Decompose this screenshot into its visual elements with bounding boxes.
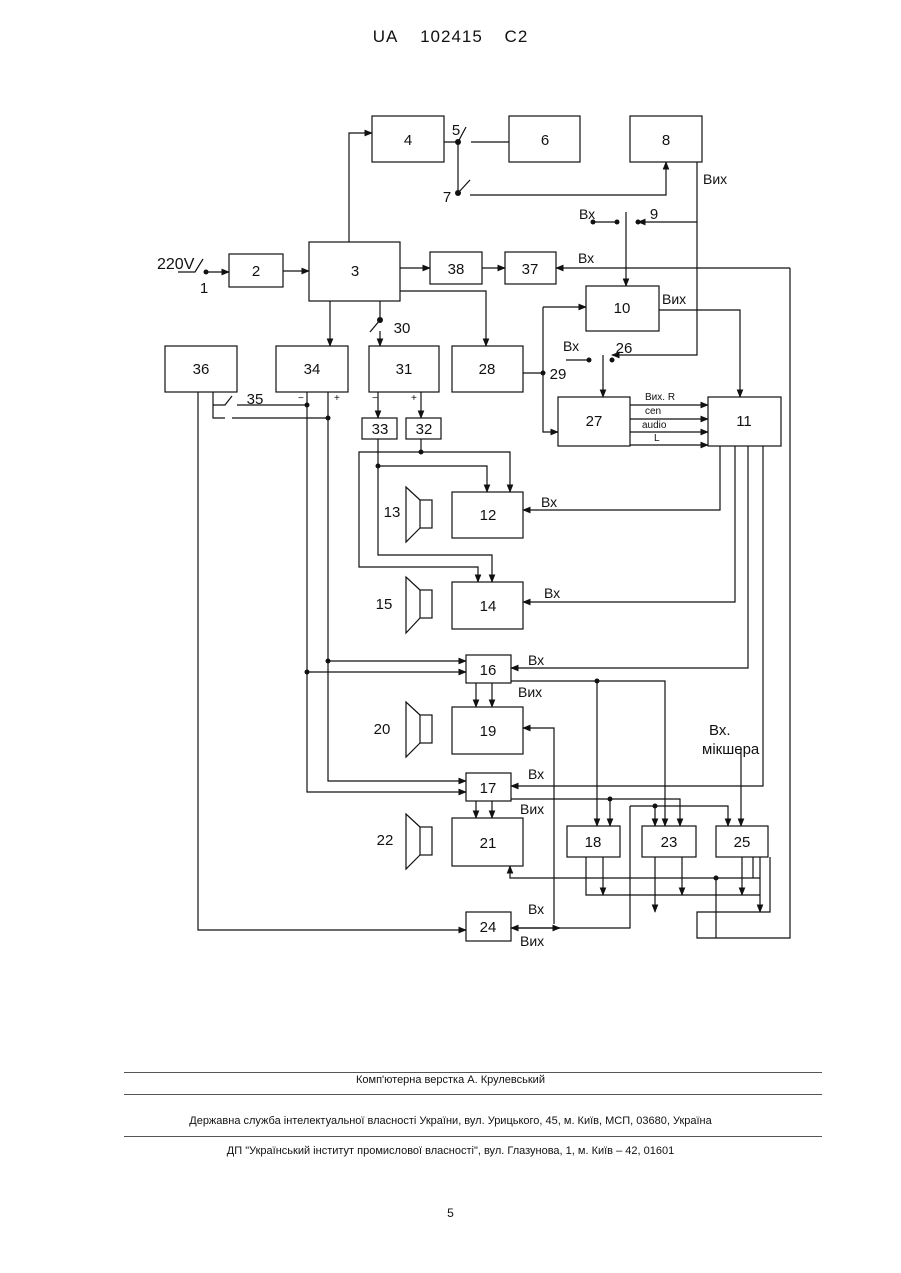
- bus-label-out-r: Вих. R: [645, 392, 675, 403]
- label-7: 7: [443, 189, 451, 206]
- label-37: 37: [522, 261, 539, 278]
- layout-credit: Комп'ютерна верстка А. Крулевський: [0, 1074, 901, 1086]
- in-label-37: Вх: [578, 250, 594, 266]
- speaker-icon: [406, 702, 432, 757]
- label-34: 34: [304, 361, 321, 378]
- label-4: 4: [404, 132, 412, 149]
- speaker-icon: [406, 814, 432, 869]
- out-label-17: Вих: [520, 801, 544, 817]
- voltage-label: 220V: [157, 256, 195, 273]
- out-label-24: Вих: [520, 933, 544, 949]
- in-label-9: Вх: [579, 206, 595, 222]
- label-19: 19: [480, 723, 497, 740]
- label-9: 9: [650, 206, 658, 223]
- bus-label-audio: audio: [642, 420, 667, 431]
- label-3: 3: [351, 263, 359, 280]
- label-28: 28: [479, 361, 496, 378]
- label-11: 11: [736, 413, 752, 430]
- in-label-24: Вх: [528, 901, 544, 917]
- minus-sign-34: −: [298, 393, 304, 404]
- bus-label-cen: cen: [645, 406, 661, 417]
- label-5: 5: [452, 122, 460, 139]
- label-10: 10: [614, 300, 631, 317]
- speaker-icon: [406, 487, 432, 542]
- label-12: 12: [480, 507, 497, 524]
- label-25: 25: [734, 834, 751, 851]
- service-address: Державна служба інтелектуальної власност…: [0, 1115, 901, 1127]
- label-21: 21: [480, 835, 497, 852]
- label-15: 15: [376, 596, 393, 613]
- block-diagram: 4 6 8 2 3 38 37 10 36 34 31 28 27 11 33 …: [0, 0, 901, 1000]
- label-26: 26: [616, 340, 633, 357]
- minus-sign-31: −: [372, 393, 378, 404]
- label-36: 36: [193, 361, 210, 378]
- label-24: 24: [480, 919, 497, 936]
- in-label-16: Вх: [528, 652, 544, 668]
- label-20: 20: [374, 721, 391, 738]
- in-label-12: Вх: [541, 494, 557, 510]
- in-label-26: Вх: [563, 338, 579, 354]
- label-2: 2: [252, 263, 260, 280]
- label-18: 18: [585, 834, 602, 851]
- label-33: 33: [372, 421, 389, 438]
- label-29: 29: [550, 366, 567, 383]
- bus-label-l: L: [654, 433, 660, 444]
- label-22: 22: [377, 832, 394, 849]
- mixer-in-label: Вх.: [709, 722, 731, 739]
- label-38: 38: [448, 261, 465, 278]
- out-label-8: Вих: [703, 171, 727, 187]
- plus-sign-34: +: [334, 393, 340, 404]
- label-27: 27: [586, 413, 603, 430]
- footer-divider: [124, 1136, 822, 1137]
- label-35: 35: [247, 391, 264, 408]
- label-17: 17: [480, 780, 497, 797]
- label-8: 8: [662, 132, 670, 149]
- label-30: 30: [394, 320, 411, 337]
- label-1: 1: [200, 280, 208, 297]
- out-label-10: Вих: [662, 291, 686, 307]
- label-32: 32: [416, 421, 433, 438]
- footer-divider: [124, 1094, 822, 1095]
- label-13: 13: [384, 504, 401, 521]
- in-label-14: Вх: [544, 585, 560, 601]
- page-number: 5: [0, 1206, 901, 1220]
- label-6: 6: [541, 132, 549, 149]
- label-16: 16: [480, 662, 497, 679]
- speaker-icon: [406, 577, 432, 633]
- label-23: 23: [661, 834, 678, 851]
- in-label-17: Вх: [528, 766, 544, 782]
- footer-divider: [124, 1072, 822, 1073]
- out-label-16: Вих: [518, 684, 542, 700]
- label-14: 14: [480, 598, 497, 615]
- mixer-label: мікшера: [702, 741, 760, 758]
- plus-sign-31: +: [411, 393, 417, 404]
- label-31: 31: [396, 361, 413, 378]
- institute-address: ДП "Український інститут промислової вла…: [0, 1145, 901, 1157]
